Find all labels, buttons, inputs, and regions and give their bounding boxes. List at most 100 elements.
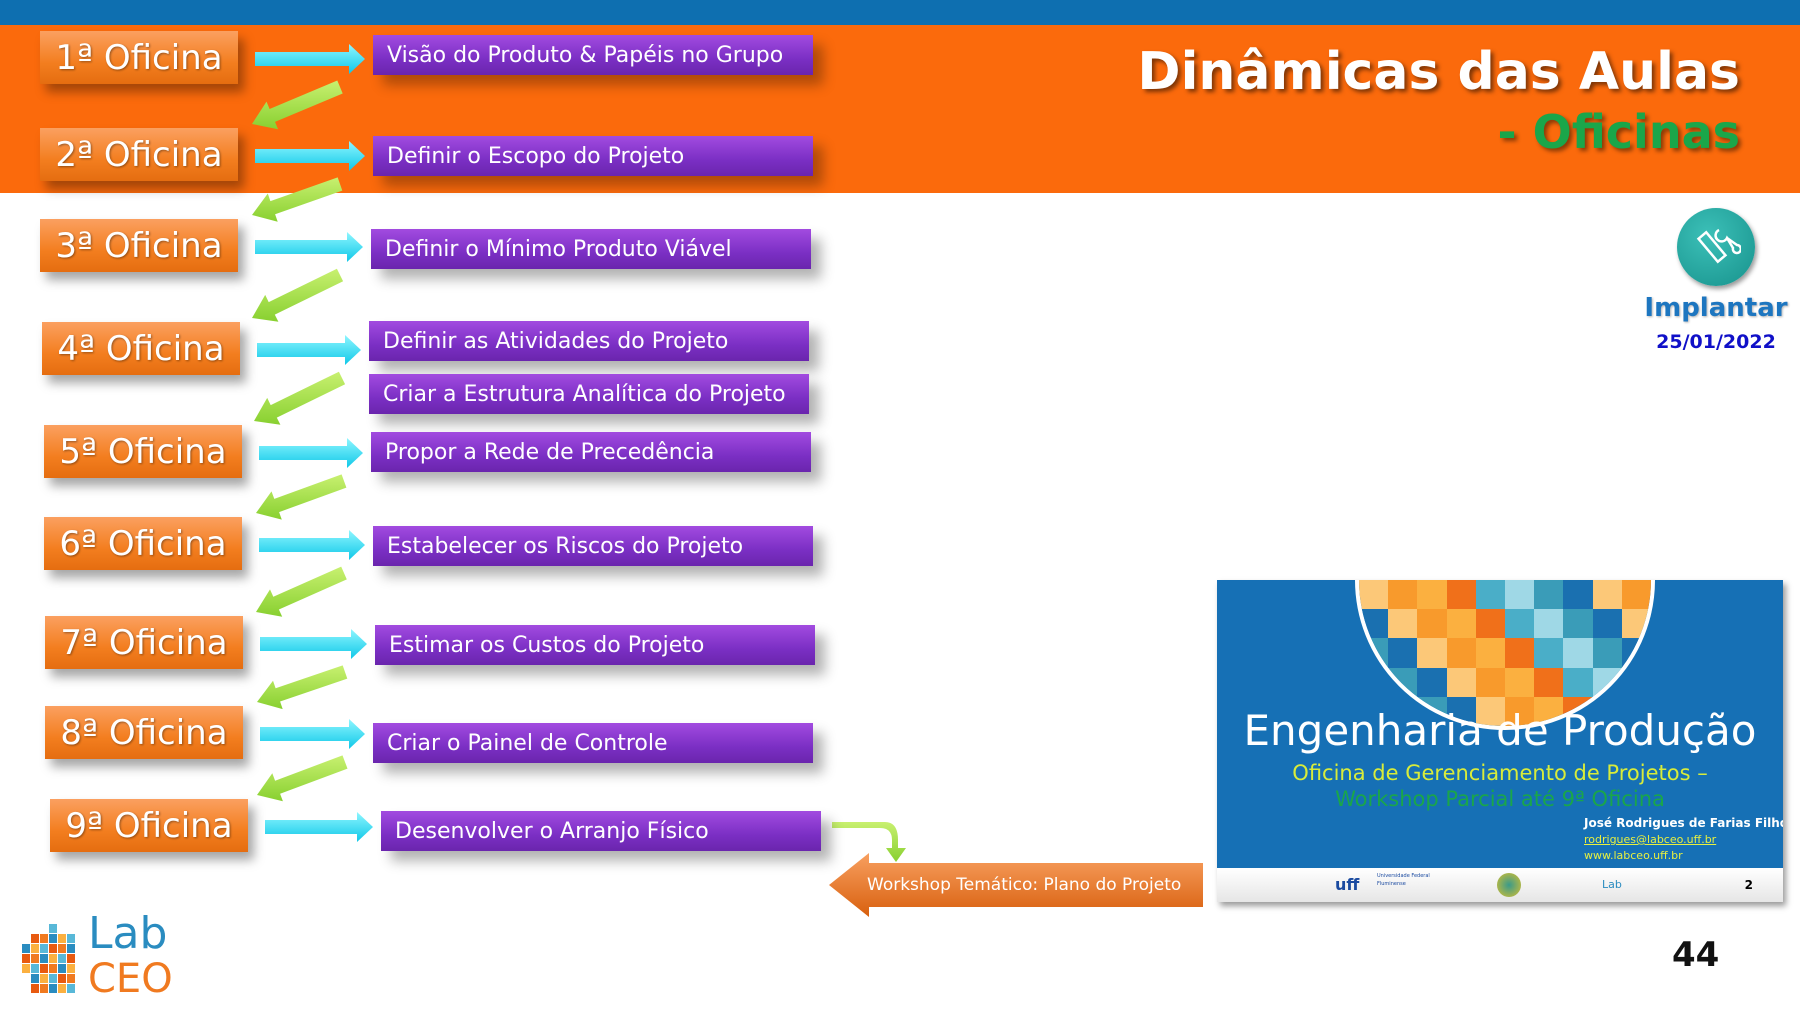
down-left-arrow-icon bbox=[257, 755, 348, 802]
green-arrows bbox=[252, 80, 348, 802]
logo-tile bbox=[67, 984, 75, 993]
task-box: Criar o Painel de Controle bbox=[373, 723, 813, 763]
mosaic-tile bbox=[1621, 609, 1651, 639]
top-bar bbox=[0, 0, 1800, 25]
logo-tile bbox=[58, 954, 66, 963]
logo-tile bbox=[67, 954, 75, 963]
mosaic-tile bbox=[1388, 580, 1418, 610]
mosaic-tile bbox=[1505, 609, 1535, 639]
down-left-arrow-icon bbox=[256, 474, 347, 520]
mosaic-tile bbox=[1446, 609, 1476, 639]
mosaic-tile bbox=[1534, 609, 1564, 639]
mosaic-tile bbox=[1563, 609, 1593, 639]
mosaic-tile bbox=[1475, 580, 1505, 610]
page-subtitle: - Oficinas bbox=[1497, 105, 1740, 159]
workshop-label: 4ª Oficina bbox=[42, 322, 240, 375]
mosaic-tile bbox=[1388, 667, 1418, 697]
workshop-label: 6ª Oficina bbox=[44, 517, 242, 570]
mosaic-tile bbox=[1534, 667, 1564, 697]
thumbnail-author: José Rodrigues de Farias Filho bbox=[1584, 816, 1783, 830]
down-left-arrow-icon bbox=[252, 80, 343, 130]
right-arrow-icon bbox=[255, 141, 365, 171]
task-box: Definir as Atividades do Projeto bbox=[369, 321, 809, 361]
workshop-label: 2ª Oficina bbox=[40, 128, 238, 181]
logo-tile bbox=[49, 964, 57, 973]
task-box: Desenvolver o Arranjo Físico bbox=[381, 811, 821, 851]
logo-tile bbox=[58, 984, 66, 993]
mosaic-tile bbox=[1592, 580, 1622, 610]
right-arrow-icon bbox=[255, 44, 365, 74]
workshop-label: 1ª Oficina bbox=[40, 31, 238, 84]
logo-tile bbox=[58, 964, 66, 973]
thumbnail-website[interactable]: www.labceo.uff.br bbox=[1584, 849, 1683, 862]
thumbnail-email[interactable]: rodrigues@labceo.uff.br bbox=[1584, 833, 1717, 846]
task-box: Propor a Rede de Precedência bbox=[371, 432, 811, 472]
page-number: 44 bbox=[1672, 935, 1720, 975]
task-box: Visão do Produto & Papéis no Grupo bbox=[373, 35, 813, 75]
task-box: Criar a Estrutura Analítica do Projeto bbox=[369, 374, 809, 414]
mosaic-tile bbox=[1505, 696, 1535, 726]
logo-tile bbox=[31, 964, 39, 973]
thematic-workshop-arrow[interactable]: Workshop Temático: Plano do Projeto bbox=[829, 853, 1203, 917]
workshop-label: 5ª Oficina bbox=[44, 425, 242, 478]
thumbnail-footer: uff Universidade Federal Fluminense Lab … bbox=[1217, 868, 1783, 902]
mosaic-tile bbox=[1505, 667, 1535, 697]
logo-tile bbox=[31, 984, 39, 993]
thumbnail-page-number: 2 bbox=[1744, 878, 1753, 892]
left-arrow-shape bbox=[829, 853, 1203, 917]
logo-tile bbox=[31, 954, 39, 963]
mosaic-tile bbox=[1446, 580, 1476, 610]
mosaic-tile bbox=[1446, 638, 1476, 668]
mosaic-tile bbox=[1475, 638, 1505, 668]
logo-tile bbox=[49, 954, 57, 963]
logo-ceo-text: CEO bbox=[88, 956, 173, 1002]
logo-lab-text: Lab bbox=[88, 908, 168, 959]
logo-tile bbox=[40, 964, 48, 973]
mosaic-tile bbox=[1417, 609, 1447, 639]
right-arrow-icon bbox=[259, 438, 363, 468]
stage-label: Implantar bbox=[1644, 293, 1788, 323]
logo-tile bbox=[58, 974, 66, 983]
mosaic-tile bbox=[1388, 609, 1418, 639]
mosaic-tile bbox=[1417, 638, 1447, 668]
logo-tile bbox=[49, 924, 57, 933]
thematic-workshop-label: Workshop Temático: Plano do Projeto bbox=[867, 875, 1182, 895]
stage-date: 25/01/2022 bbox=[1656, 331, 1776, 353]
logo-tile bbox=[49, 984, 57, 993]
down-left-arrow-icon bbox=[254, 371, 346, 425]
task-box: Definir o Escopo do Projeto bbox=[373, 136, 813, 176]
workshop-label: 3ª Oficina bbox=[40, 219, 238, 272]
mosaic-tile bbox=[1592, 667, 1622, 697]
down-left-arrow-icon bbox=[252, 177, 343, 222]
logo-tile bbox=[67, 934, 75, 943]
mosaic-tile bbox=[1563, 580, 1593, 610]
mosaic-tile bbox=[1563, 638, 1593, 668]
logo-tile bbox=[67, 964, 75, 973]
workshop-label: 7ª Oficina bbox=[45, 616, 243, 669]
thumbnail-subtitle-1: Oficina de Gerenciamento de Projetos – bbox=[1292, 761, 1708, 785]
mosaic-tile bbox=[1359, 667, 1389, 697]
mosaic-tile bbox=[1417, 667, 1447, 697]
mosaic-tile bbox=[1621, 667, 1651, 697]
thumbnail-title: Engenharia de Produção bbox=[1243, 706, 1757, 755]
logo-tile bbox=[22, 964, 30, 973]
mosaic-tile bbox=[1446, 667, 1476, 697]
mosaic-tile bbox=[1563, 667, 1593, 697]
logo-tile bbox=[40, 954, 48, 963]
slide-thumbnail[interactable]: Engenharia de Produção Oficina de Gerenc… bbox=[1217, 580, 1783, 902]
logo-tile bbox=[67, 944, 75, 953]
labceo-mosaic-icon bbox=[22, 924, 75, 993]
right-arrow-icon bbox=[260, 629, 367, 659]
task-box: Estimar os Custos do Projeto bbox=[375, 625, 815, 665]
emblem-icon bbox=[1497, 873, 1521, 897]
right-arrow-icon bbox=[259, 530, 365, 560]
logo-tile bbox=[58, 934, 66, 943]
mosaic-tile bbox=[1359, 638, 1389, 668]
logo-tile bbox=[49, 944, 57, 953]
logo-tile bbox=[31, 934, 39, 943]
logo-tile bbox=[40, 944, 48, 953]
task-box: Definir o Mínimo Produto Viável bbox=[371, 229, 811, 269]
right-arrow-icon bbox=[257, 335, 361, 365]
logo-tile bbox=[22, 954, 30, 963]
mosaic-tile bbox=[1388, 638, 1418, 668]
